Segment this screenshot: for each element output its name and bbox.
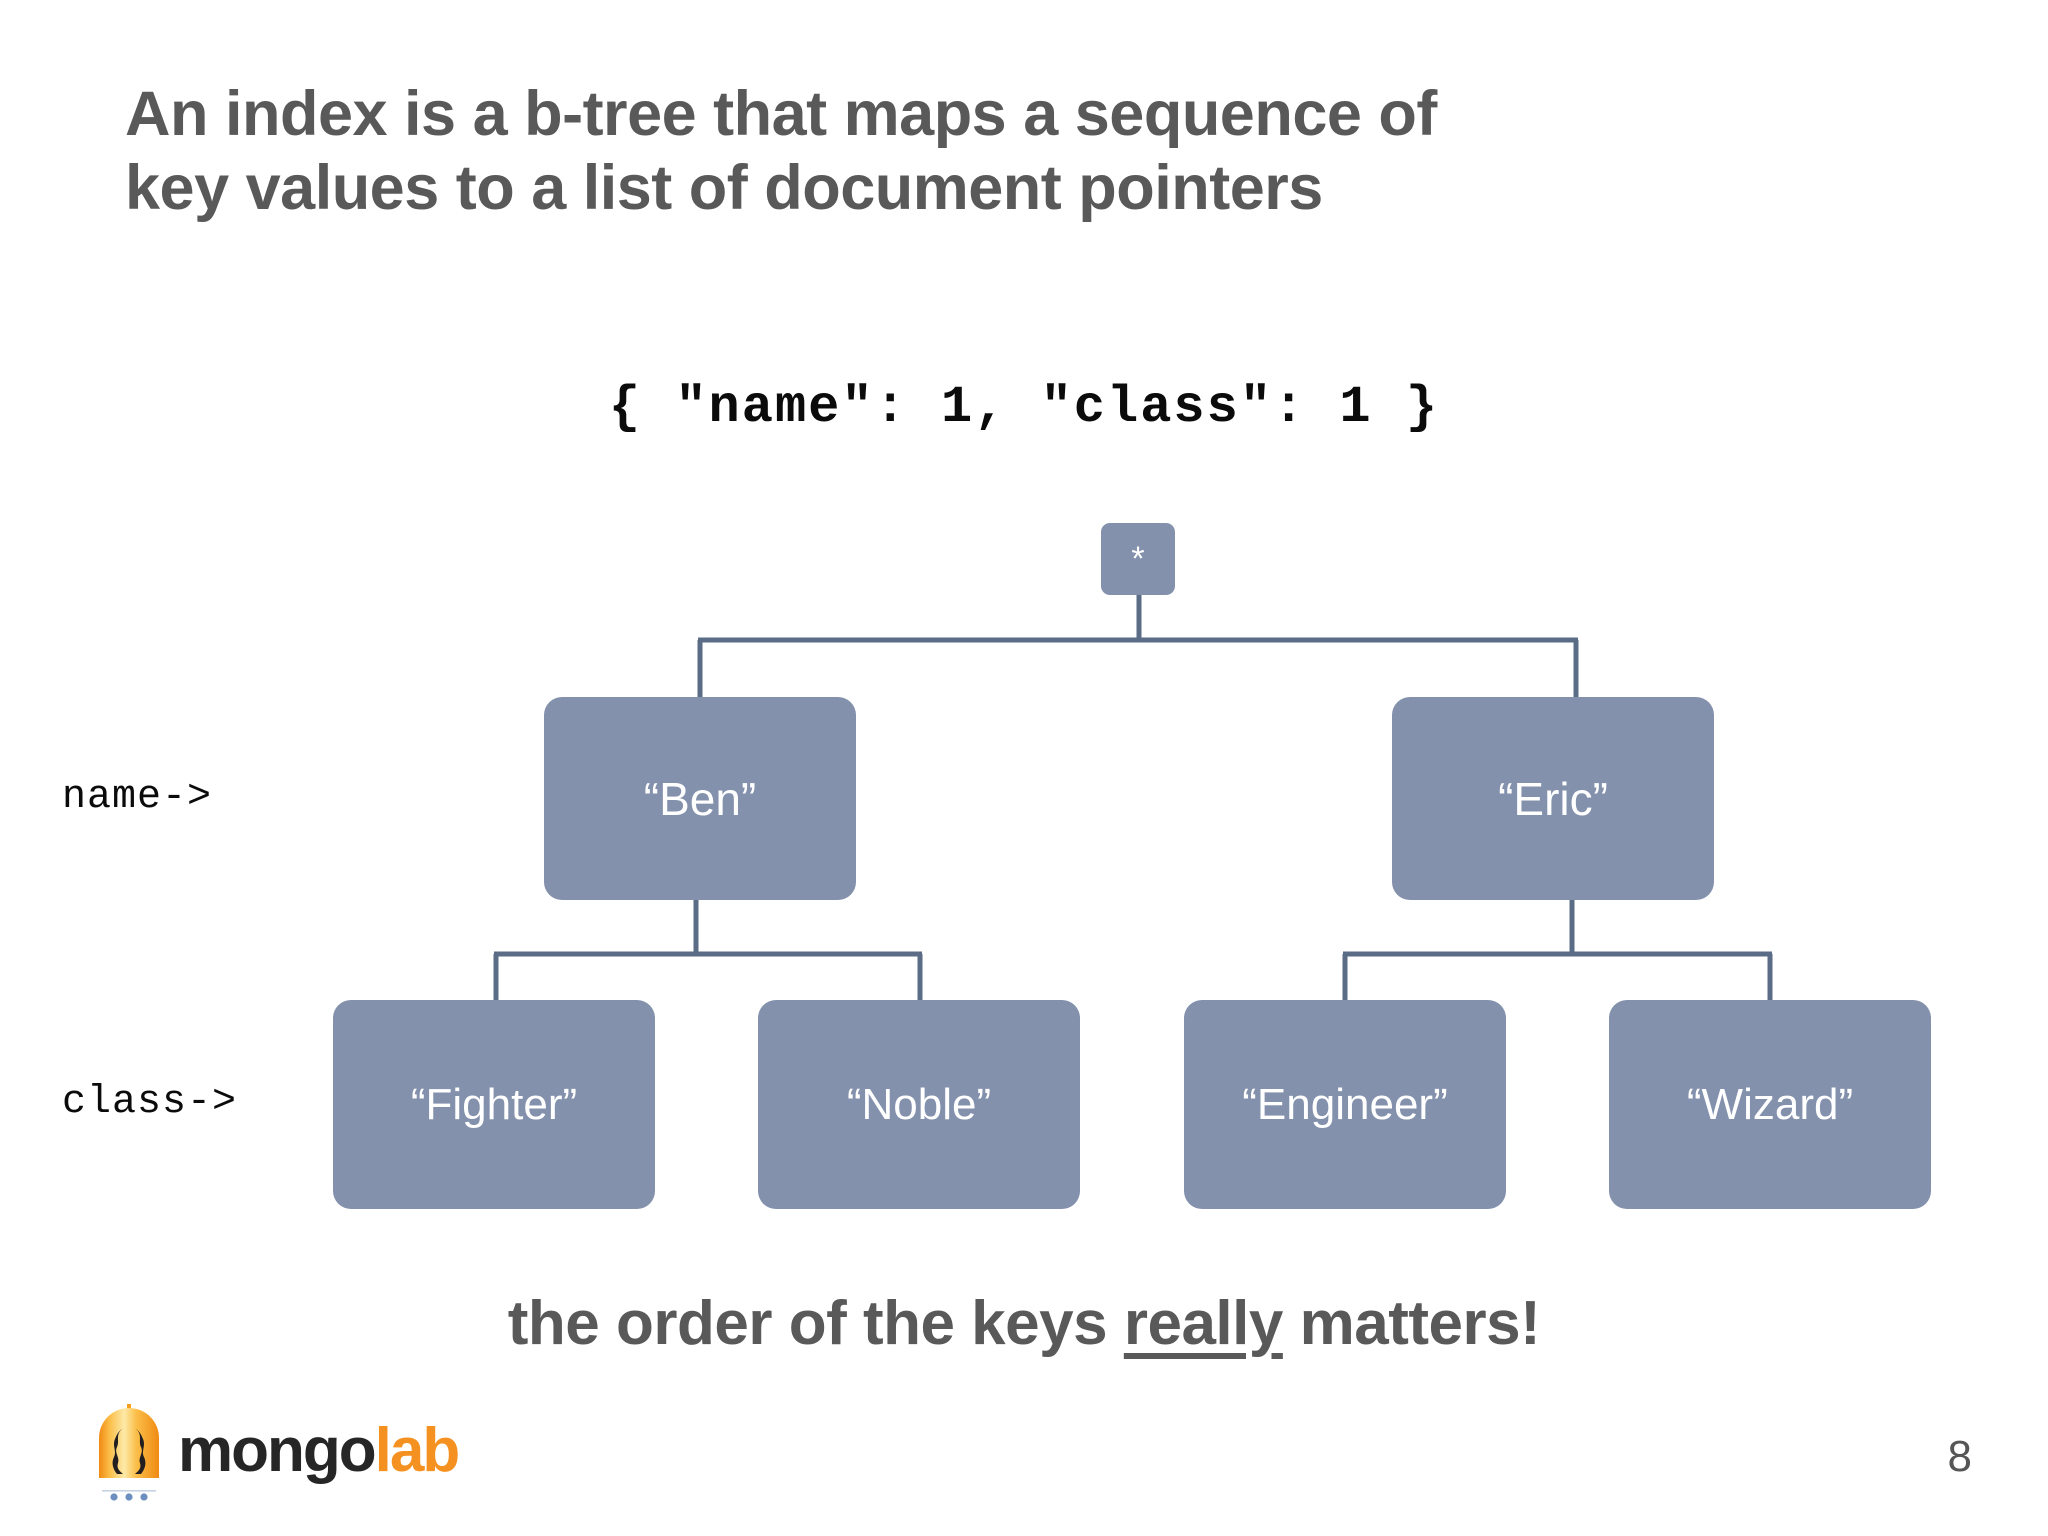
slide-caption: the order of the keys really matters! [0,1288,2048,1359]
node-fighter[interactable]: “Fighter” [333,1000,655,1209]
logo-word-mongo: mongo [178,1416,377,1485]
node-engineer-label: “Engineer” [1242,1079,1448,1129]
row-label-name: name-> [62,775,213,820]
logo-word-lab: lab [374,1416,461,1485]
root-node-label: * [1131,540,1145,578]
page-number: 8 [1947,1432,1972,1481]
row-label-class: class-> [62,1080,238,1125]
root-node[interactable]: * [1101,523,1175,595]
node-wizard-label: “Wizard” [1686,1079,1854,1129]
node-noble[interactable]: “Noble” [758,1000,1080,1209]
mongolab-mark-icon [96,1404,162,1504]
node-ben-label: “Ben” [643,772,757,825]
caption-after: matters! [1282,1289,1541,1358]
caption-emphasis: really [1123,1289,1284,1358]
node-fighter-label: “Fighter” [410,1079,578,1129]
node-noble-label: “Noble” [846,1079,992,1129]
node-engineer[interactable]: “Engineer” [1184,1000,1506,1209]
node-eric[interactable]: “Eric” [1392,697,1714,900]
node-ben[interactable]: “Ben” [544,697,856,900]
logo-wordmark: mongolab [178,1420,460,1482]
node-wizard[interactable]: “Wizard” [1609,1000,1931,1209]
mongolab-logo[interactable]: mongolab [96,1398,460,1510]
index-spec-code: { "name": 1, "class": 1 } [608,378,1440,437]
page-title: An index is a b-tree that maps a sequenc… [125,79,1437,223]
node-eric-label: “Eric” [1498,772,1608,825]
caption-before: the order of the keys [507,1289,1124,1358]
